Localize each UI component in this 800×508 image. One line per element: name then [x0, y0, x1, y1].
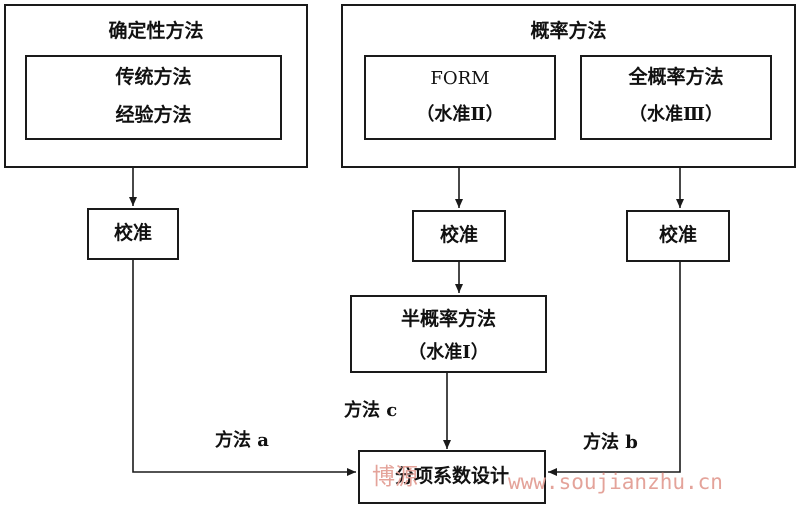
deterministic-methods-title: 确定性方法 — [108, 20, 204, 42]
calibration-label-right: 校准 — [658, 224, 697, 246]
method-b-label: 方法 b — [583, 432, 638, 453]
calibration-label-middle: 校准 — [439, 224, 478, 246]
traditional-empirical-box — [25, 55, 282, 140]
method-c-label: 方法 c — [344, 400, 398, 421]
form-level-2-box — [364, 55, 556, 140]
full-probability-level-label: （水准Ⅲ） — [629, 104, 723, 125]
form-label: FORM — [430, 68, 490, 89]
full-probability-label: 全概率方法 — [628, 66, 724, 88]
probabilistic-methods-title: 概率方法 — [530, 20, 607, 42]
calibration-box-right — [626, 210, 730, 262]
calibration-box-middle — [412, 210, 506, 262]
full-probability-level-3-box — [580, 55, 772, 140]
watermark-prefix: 博源 — [372, 464, 418, 490]
semi-probability-level-1-box — [350, 295, 547, 373]
form-level-label: （水准Ⅱ） — [416, 104, 504, 125]
partial-factor-design-label: 分项系数设计 — [394, 465, 509, 487]
arrow-method-b — [548, 262, 681, 476]
semi-probability-label: 半概率方法 — [400, 308, 496, 330]
calibration-box-left — [87, 208, 179, 260]
traditional-method-label: 传统方法 — [115, 66, 192, 88]
arrow-method-a — [132, 259, 356, 476]
watermark-url: www.soujianzhu.cn — [508, 470, 723, 494]
calibration-label-left: 校准 — [113, 222, 152, 244]
partial-factor-design-box — [358, 450, 546, 504]
method-a-label: 方法 a — [215, 430, 269, 451]
semi-probability-level-label: （水准Ⅰ） — [408, 342, 489, 363]
empirical-method-label: 经验方法 — [115, 104, 192, 126]
